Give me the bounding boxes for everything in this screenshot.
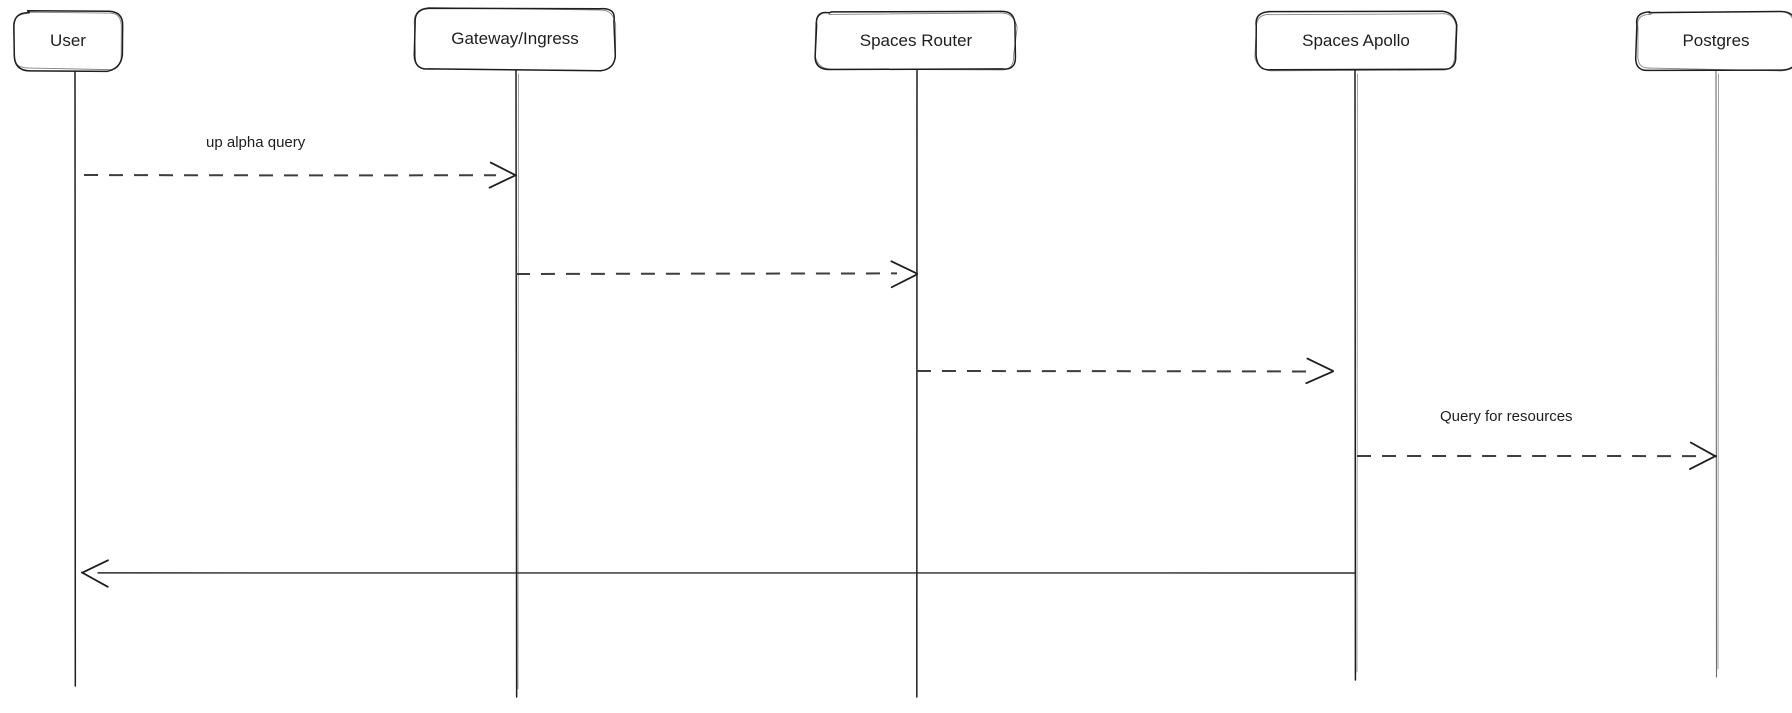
message-msg-5[interactable] [81,559,1356,588]
participant-user[interactable] [14,12,122,70]
message-arrow-msg-3[interactable] [917,359,1333,383]
lifeline-postgres [1715,69,1719,678]
message-msg-3[interactable] [916,357,1334,385]
participant-box-postgres[interactable] [1634,10,1792,72]
lifelines-group [74,69,1719,698]
messages-group [81,161,1717,588]
message-arrow-msg-4[interactable] [1357,444,1716,468]
lifeline-gateway [515,69,519,698]
message-arrow-msg-1[interactable] [84,163,516,187]
participant-box-spaces-router[interactable] [814,10,1018,71]
message-msg-4[interactable] [1356,441,1717,470]
message-arrow-msg-2[interactable] [516,262,917,286]
participant-boxes-group [13,7,1792,73]
participant-box-gateway[interactable] [413,7,617,72]
lifeline-spaces-apollo [1354,69,1358,681]
message-msg-2[interactable] [515,260,918,289]
participant-spaces-router[interactable] [816,12,1016,70]
message-msg-1[interactable] [83,161,517,189]
participant-spaces-apollo[interactable] [1256,12,1456,70]
message-arrow-msg-5[interactable] [82,561,1355,585]
participant-postgres[interactable] [1636,12,1792,70]
participant-box-spaces-apollo[interactable] [1254,10,1458,72]
participant-box-user[interactable] [13,9,124,73]
participant-gateway[interactable] [415,8,615,70]
